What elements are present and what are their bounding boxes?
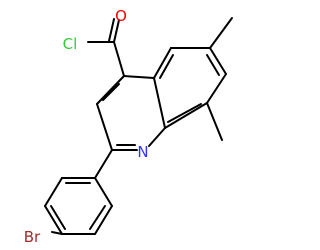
bonds — [44, 17, 233, 235]
bond-c4a-c5-inner — [159, 54, 174, 79]
bond-c6-c7 — [209, 47, 227, 75]
molecule-structure: O Cl N Br — [24, 7, 233, 246]
bond-c6-methyl — [209, 17, 233, 49]
bond-c5p-c6p — [94, 205, 113, 235]
bond-c3p-c4p-inner — [50, 205, 66, 230]
bond-c4-c3-inner — [102, 83, 120, 101]
bond-c6p-c1p — [94, 177, 113, 207]
bond-n1-c8a — [148, 127, 166, 147]
bond-c6-c7-inner — [206, 54, 220, 76]
bond-c8a-c4a — [153, 77, 166, 129]
bond-c2p-c3p — [44, 177, 63, 207]
chlorine-atom-label: Cl — [63, 35, 78, 53]
bond-c4p-br — [51, 231, 63, 235]
oxygen-atom-label: O — [115, 7, 127, 25]
bond-c8-c8a — [164, 102, 208, 129]
nitrogen-atom-label: N — [137, 143, 148, 161]
bond-c4a-c5 — [153, 47, 172, 79]
bond-c4-c3 — [96, 75, 125, 105]
bond-c3p-c4p — [44, 205, 63, 235]
bond-c2-c1p — [94, 149, 113, 179]
bond-c5p-c6p-inner — [89, 205, 106, 230]
bond-c4a-c4 — [123, 75, 155, 79]
bond-ccarbonyl-o-1 — [113, 19, 120, 43]
bond-c8-c8a-inner — [167, 103, 202, 123]
bond-c7-c8 — [206, 73, 227, 104]
bond-c3-c2 — [96, 103, 113, 151]
bond-c4-ccarbonyl — [113, 41, 125, 77]
bond-c8-methyl — [206, 102, 223, 141]
bromine-atom-label: Br — [24, 228, 41, 246]
bond-ccarbonyl-o-2 — [108, 18, 115, 42]
atom-labels: O Cl N Br — [24, 7, 149, 246]
